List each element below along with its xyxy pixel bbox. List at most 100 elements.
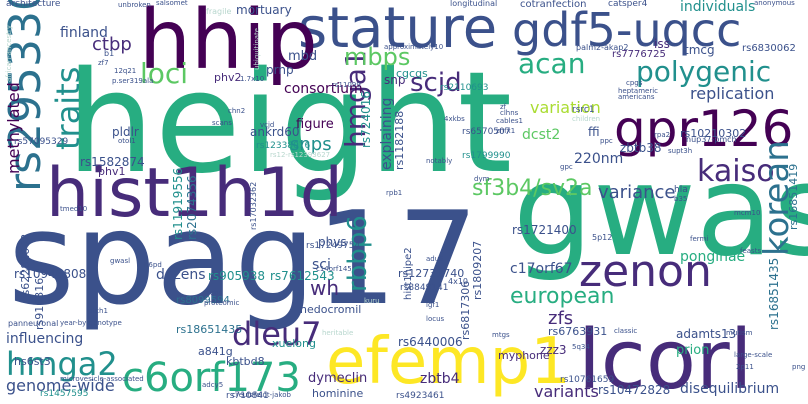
word-zbtb4: zbtb4 [420, 371, 460, 387]
word-gpc: gpc [560, 163, 573, 171]
word-zfs: zfs [548, 308, 574, 329]
word-rs18651435: rs18651435 [176, 323, 243, 336]
word-explaining: explaining [379, 97, 395, 170]
word-iss: iss [654, 37, 670, 51]
word-finland: finland [60, 25, 108, 41]
word-myphone: myphone [498, 349, 550, 362]
word-c17orf67: c17orf67 [510, 261, 573, 277]
word-hhip: hhip [139, 0, 318, 88]
word-dym: dym [474, 175, 490, 183]
word-rs8849141: rs8849141 [400, 283, 449, 293]
word-variation: variation [530, 98, 601, 117]
word-rs6830062: rs6830062 [742, 43, 796, 54]
word-vcjd: vcjd [260, 121, 275, 129]
word-zzz3: zzz3 [540, 343, 567, 357]
word-unbroken: unbroken [118, 1, 151, 9]
word-wh: wh [310, 276, 340, 300]
word-stature: stature [298, 0, 498, 61]
word-otol1: otol1 [118, 137, 136, 145]
word-catsper4: catsper4 [608, 0, 648, 9]
word-ankrd60: ankrd60 [250, 125, 300, 139]
word-rs710841: rs710841 [226, 391, 269, 401]
word-hist1h1d: hist1h1d [46, 154, 343, 233]
word-tmcg: tmcg [684, 43, 715, 57]
word-hla: hla [674, 185, 688, 195]
word-snp: snp [384, 73, 406, 87]
word-chn2: chn2 [228, 107, 246, 115]
word-prion: prion [676, 343, 710, 358]
word-zbtb38: zbtb38 [620, 141, 662, 155]
word-scans: scans [212, 119, 232, 127]
word-ppc: ppc [600, 137, 613, 145]
word-zf7: zf7 [98, 59, 109, 67]
word-rs11919556: rs11919556 [171, 167, 185, 240]
word-acan: acan [518, 47, 586, 80]
word-dozens: dozens [156, 267, 206, 283]
word-african-ancestry: african-ancestry [5, 25, 13, 82]
word-2p11: 2p11 [736, 363, 754, 371]
word-png: png [792, 363, 806, 371]
word-rs11099: rs11099 [332, 81, 361, 89]
word-rs2110693: rs2110693 [440, 83, 489, 93]
word-rs8099594: rs8099594 [176, 295, 230, 306]
word-rs4923461: rs4923461 [396, 391, 445, 401]
word-variance: variance [598, 182, 676, 203]
word-approximately10: approximately10 [384, 43, 444, 51]
word-supt3h: supt3h [668, 147, 693, 155]
word-xuelong: xuelong [272, 337, 316, 350]
word-rs16851435: rs16851435 [767, 257, 781, 330]
word-cgcgs: cgcgs [396, 67, 428, 80]
word-mtgs: mtgs [492, 331, 510, 339]
word-architecture: architecture [6, 0, 61, 9]
word-salsomet: salsomet [156, 0, 188, 7]
word-fragile: fragile [206, 7, 232, 16]
word-rsrc1: rsrc1 [572, 105, 595, 115]
word-mortuary: mortuary [236, 3, 292, 17]
word-rs62282002: rs62282002 [19, 233, 32, 300]
word-4xkbs: 4xkbs [444, 115, 465, 123]
word-tmed10: tmed10 [60, 205, 88, 213]
word-clhns: clhns [500, 109, 519, 117]
word-rbbp6: rbbp6 [343, 215, 373, 292]
word-european: european [510, 284, 615, 309]
word-rs724016: rs724016 [359, 91, 373, 148]
word-rs10761659: rs10761659 [560, 375, 615, 385]
word-c14orf145: c14orf145 [316, 265, 352, 273]
word-mbd: mbd [288, 49, 318, 64]
word-adamts13: adamts13 [676, 327, 737, 341]
word-year-by-genotype: year-by-genotype [60, 319, 122, 327]
word-rs6570507: rs6570507 [462, 127, 511, 137]
word-classic: classic [614, 327, 638, 335]
word-cpgs: cpgs [626, 79, 643, 87]
word-figure: figure [296, 117, 334, 132]
word-gdf5-uqcc: gdf5-uqcc [512, 3, 742, 57]
word-rs6440006: rs6440006 [398, 335, 463, 349]
word-ponginae: ponginae [680, 249, 746, 265]
word-rs10946808: rs10946808 [14, 267, 87, 281]
word-feasts: feasts [740, 247, 762, 255]
word-12q21: 12q21 [114, 67, 137, 75]
word-hs6st3: hs6st3 [14, 355, 51, 368]
word-dymeclin: dymeclin [308, 371, 368, 386]
word-nup37-pmch: nup37-pmch [686, 135, 737, 144]
word-genome-wide: genome-wide [6, 376, 115, 395]
word-kaiso: kaiso [697, 154, 775, 189]
word-gwasl: gwasl [110, 257, 131, 265]
word-methylated: methylated [4, 82, 23, 174]
word-5q34: 5q34 [572, 343, 590, 351]
word-heritable: heritable [322, 329, 354, 337]
word-pldlr: pldlr [112, 125, 139, 139]
word-longitudinal: longitudinal [450, 0, 498, 8]
word-ptch1: ptch1 [88, 307, 108, 315]
word-a841g: a841g [198, 345, 233, 358]
word-h6pd: h6pd [144, 261, 162, 269]
word-children: children [572, 115, 601, 123]
word-panneuronal: panneuronal [8, 319, 59, 328]
word-gpr126: gpr126 [614, 100, 794, 158]
word-5p12: 5p12 [592, 233, 613, 242]
word-scjd: scjd [410, 68, 462, 98]
word-rs1182188: rs1182188 [393, 110, 406, 170]
word-p-ser319ala: p.ser319ala [112, 77, 154, 85]
word-rs12731740: rs12731740 [398, 267, 465, 280]
